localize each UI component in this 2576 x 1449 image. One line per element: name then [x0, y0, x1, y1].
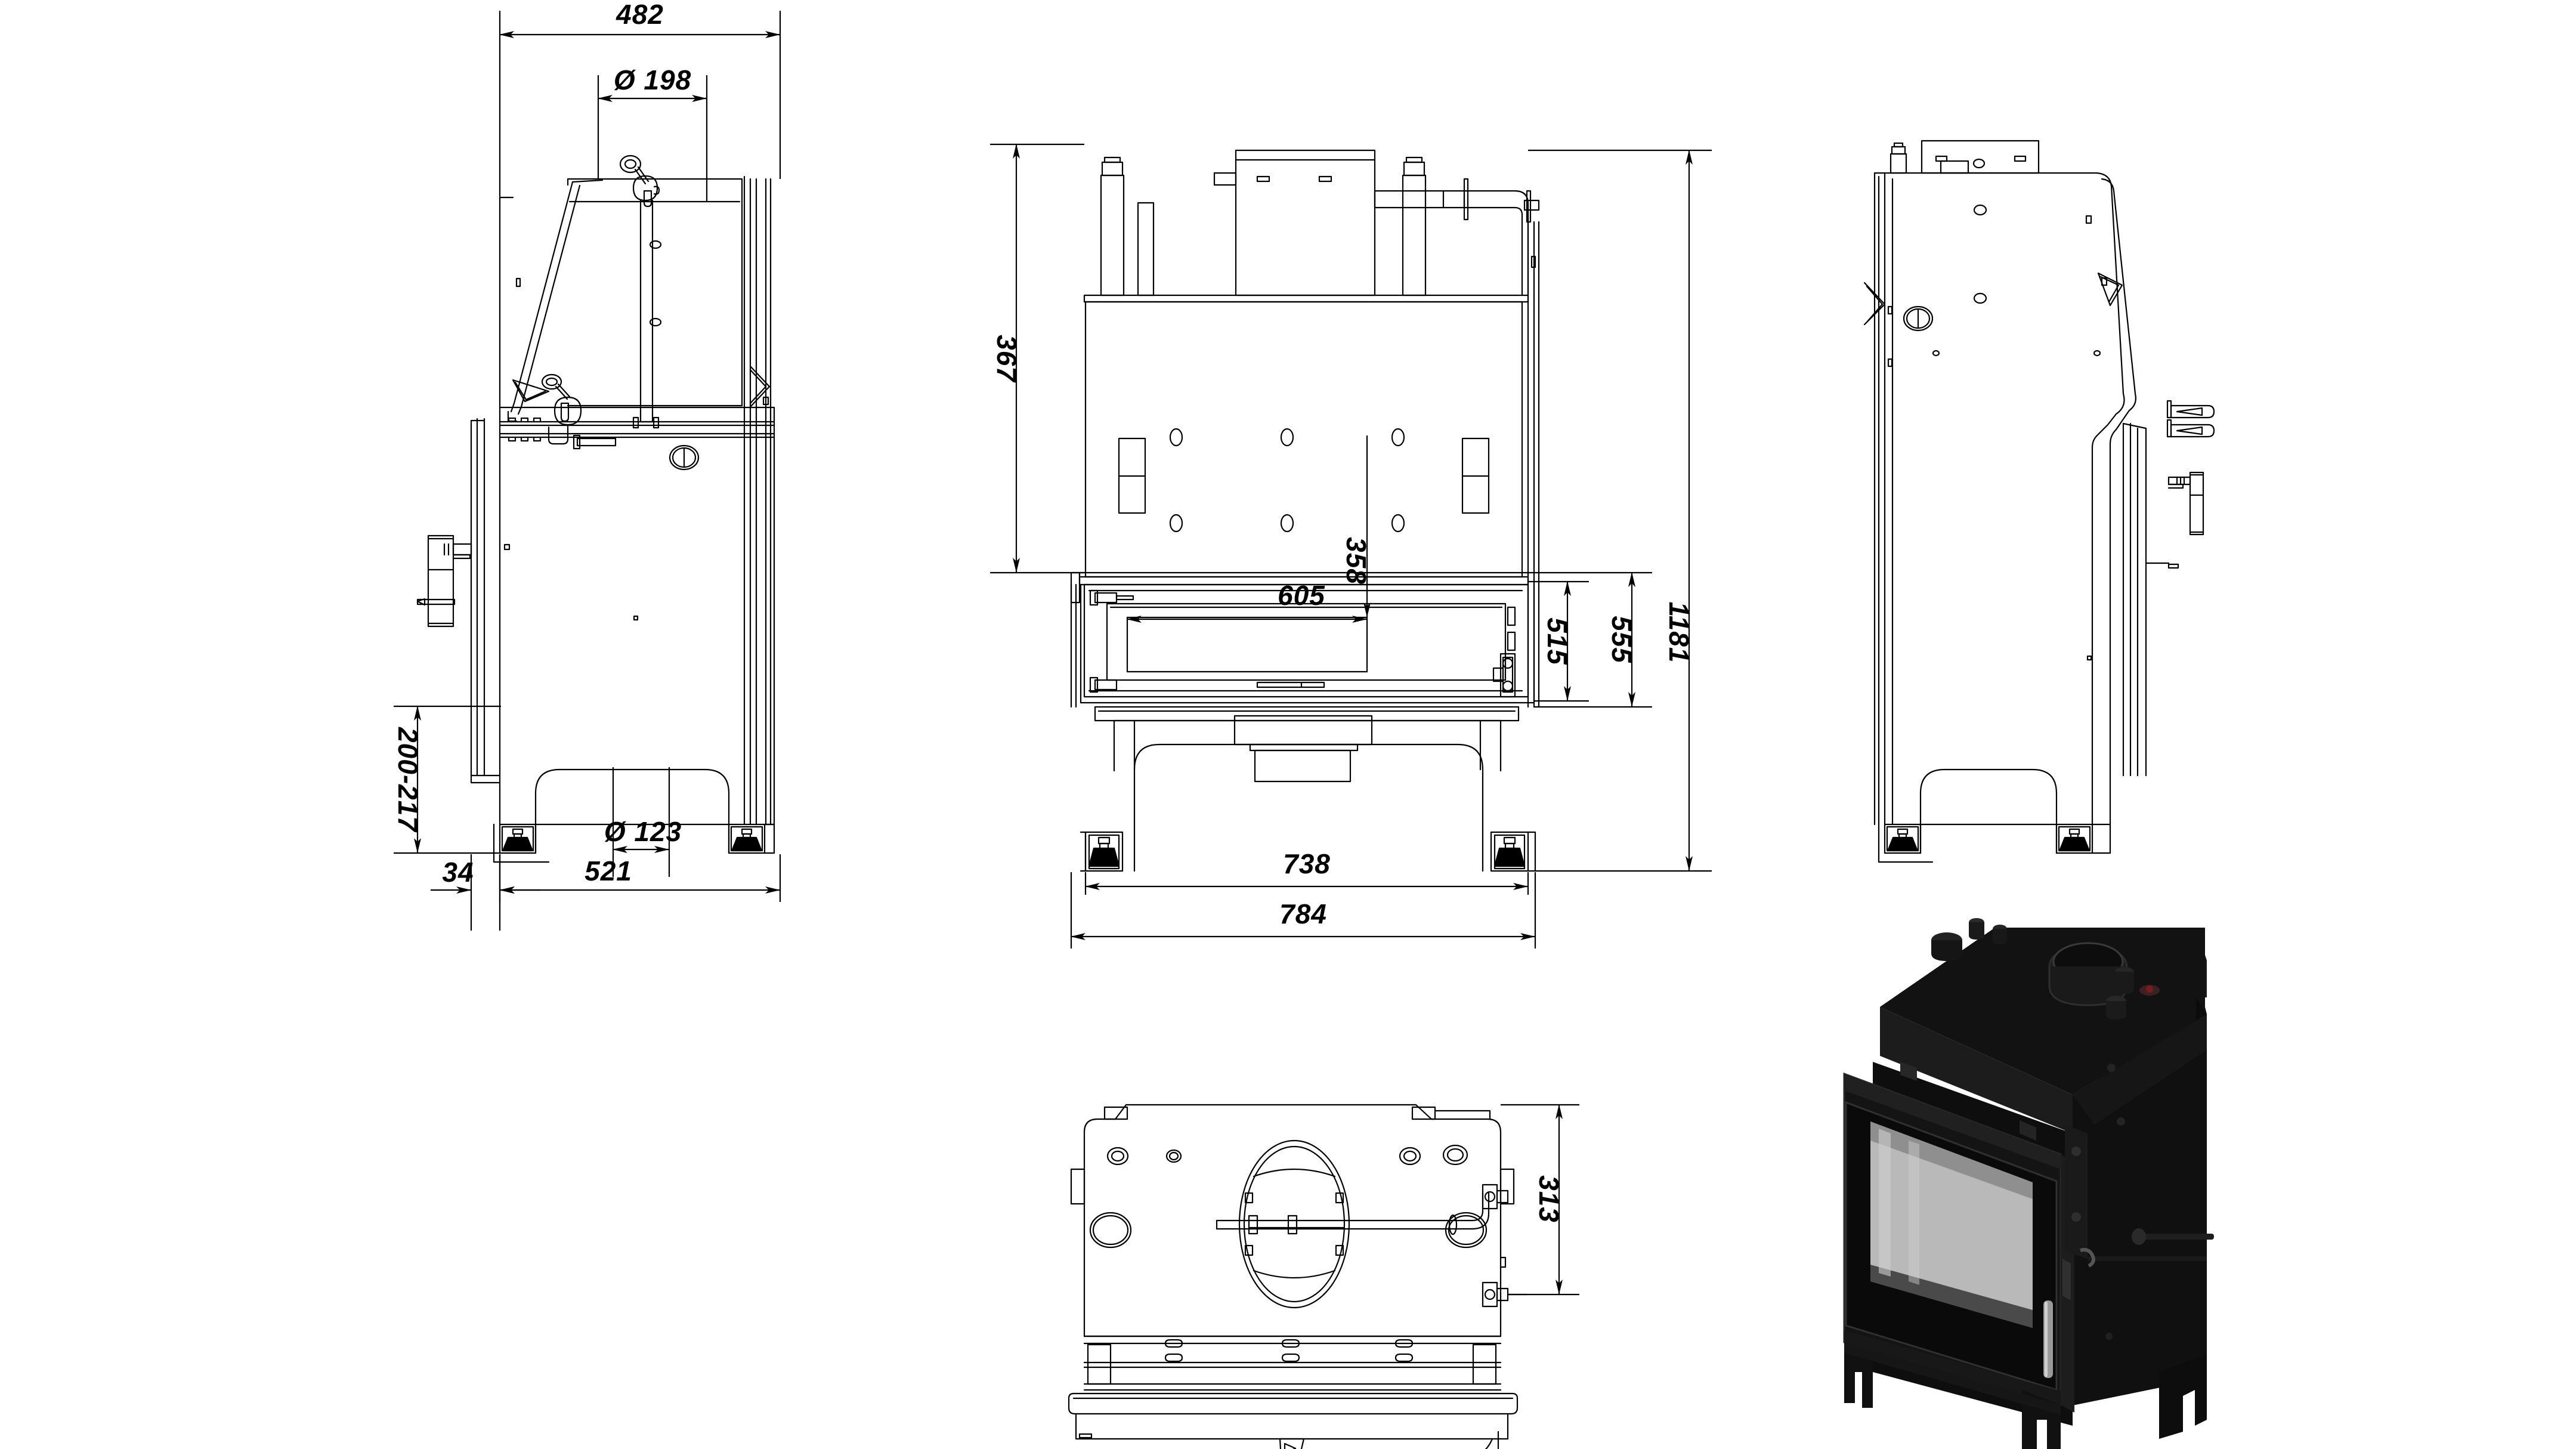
dim-text-313: 313 [1533, 1175, 1564, 1223]
dim-text-367: 367 [991, 335, 1022, 383]
dim-front-367 [990, 143, 1084, 574]
dim-text-200-217: 200-217 [392, 727, 423, 833]
dim-front-1181 [1528, 149, 1712, 872]
dim-text-482: 482 [616, 0, 664, 30]
view-front-elevation [1070, 149, 1540, 872]
dim-text-605: 605 [1278, 580, 1325, 611]
dim-left-dia198 [597, 75, 708, 202]
dim-text-555: 555 [1606, 616, 1637, 663]
view-right-side-elevation [1863, 140, 2215, 863]
dim-left-521 [499, 854, 781, 902]
dim-front-784 [1070, 872, 1536, 949]
dim-text-dia123: Ø 123 [604, 816, 682, 847]
dim-left-dia123 [612, 767, 670, 877]
dim-text-1181: 1181 [1663, 602, 1694, 663]
dim-text-515: 515 [1542, 617, 1573, 665]
view-top-plan [1068, 1104, 1528, 1449]
view-left-side-elevation [416, 155, 775, 863]
dim-front-515 [1528, 580, 1589, 702]
dim-front-738 [1084, 872, 1529, 895]
dim-left-200-217 [394, 705, 501, 854]
dim-text-34: 34 [442, 857, 474, 888]
dim-left-482 [499, 11, 781, 197]
dim-front-555 [1528, 571, 1652, 708]
dim-text-dia198: Ø 198 [614, 64, 691, 95]
dim-text-521: 521 [585, 855, 632, 886]
dim-text-784: 784 [1279, 898, 1327, 929]
dim-text-738: 738 [1283, 848, 1331, 879]
dim-text-358: 358 [1341, 537, 1372, 585]
dim-plan-313 [1501, 1104, 1579, 1296]
